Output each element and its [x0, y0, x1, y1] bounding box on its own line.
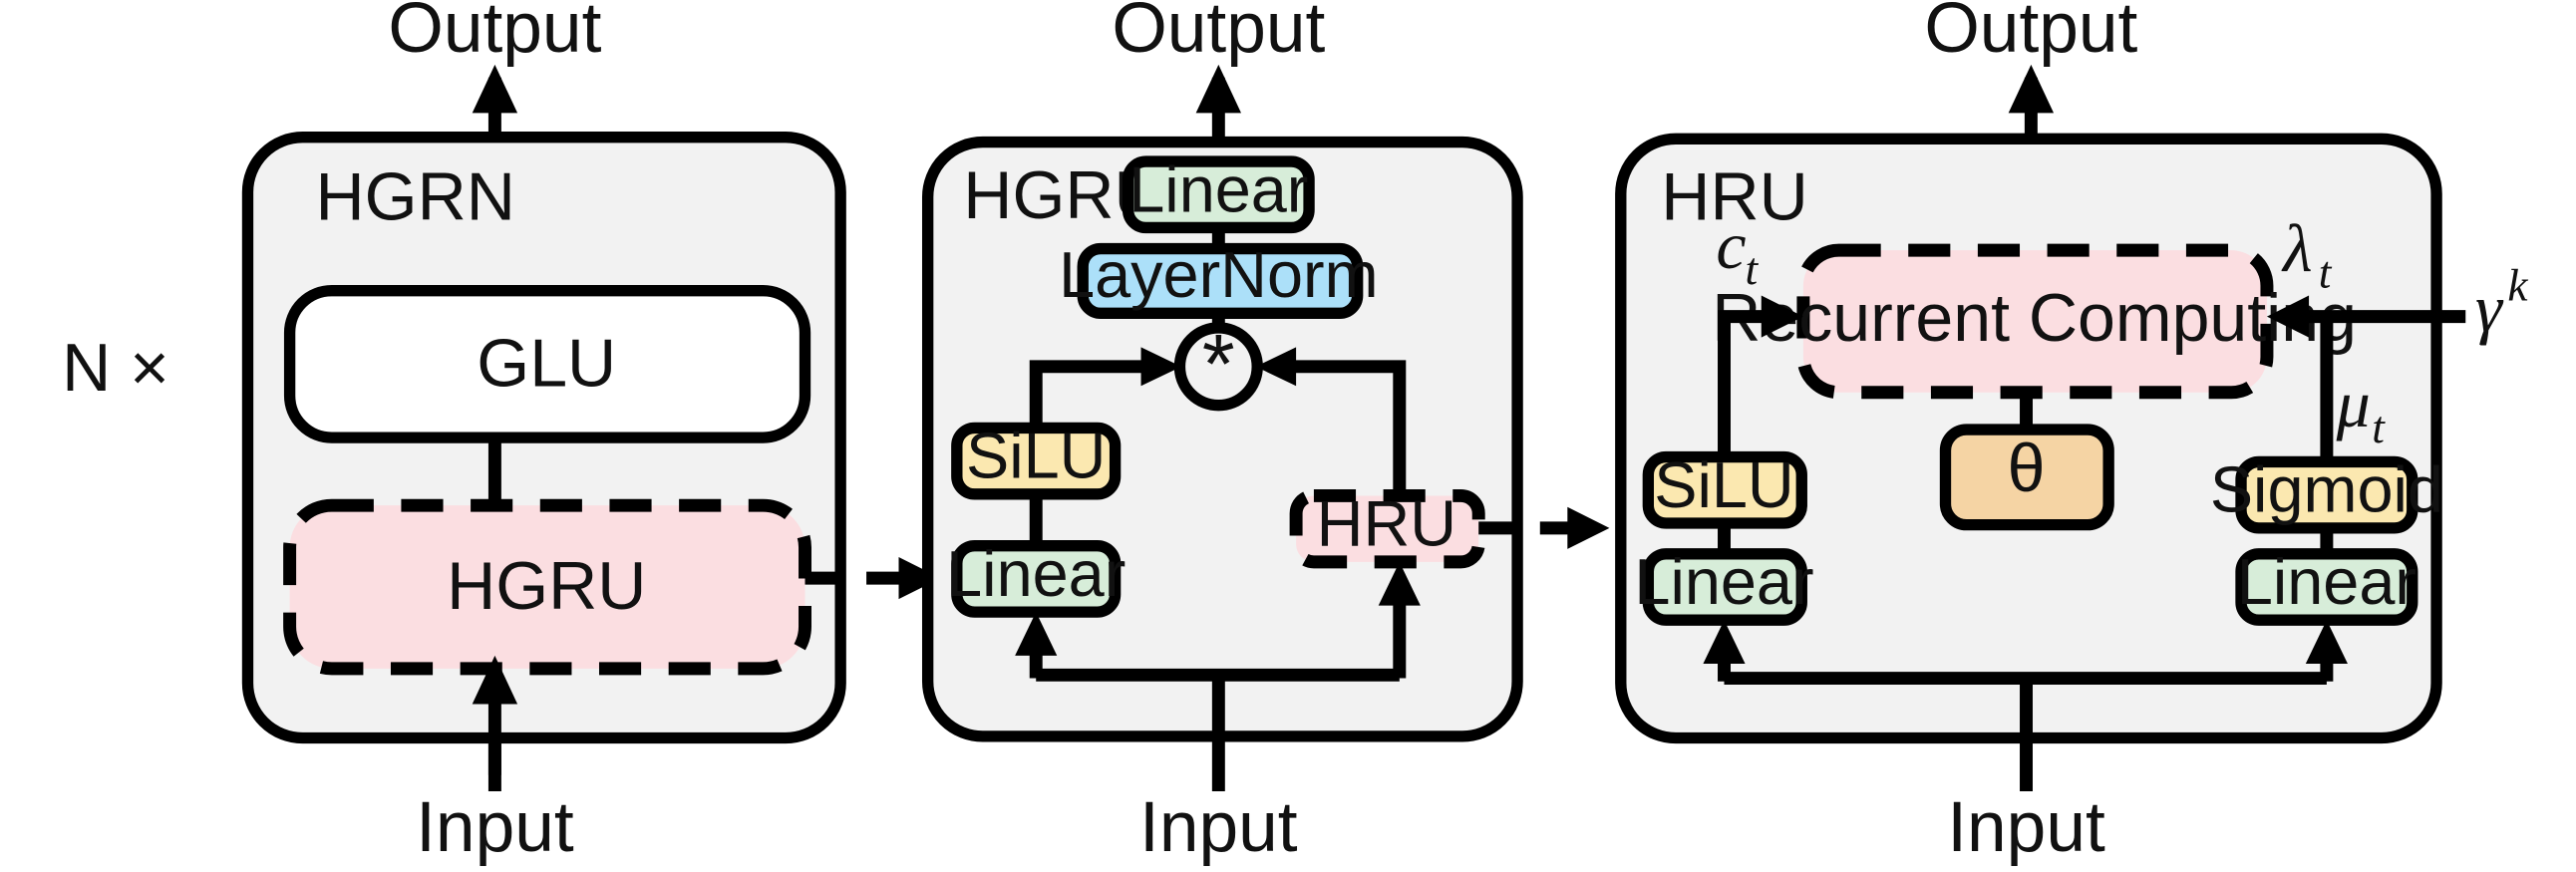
signal-lambda-t-sub: t	[2319, 247, 2333, 297]
panel-hru: Output HRU Recurrent Computing c t λ t μ…	[1615, 0, 2528, 867]
signal-c-t-base: c	[1716, 207, 1746, 283]
block-layernorm[interactable]	[1077, 242, 1364, 320]
block-sigmoid-label: Sigmoid	[2210, 453, 2443, 526]
signal-mu-t: μ t	[2336, 366, 2387, 452]
block-recurrent-computing-label: Recurrent Computing	[1712, 280, 2357, 356]
block-sigmoid[interactable]	[2235, 455, 2418, 534]
panel-hgrn: Output HGRN N × GLU HGRU Input	[62, 0, 846, 867]
block-silu-left-label: SiLU	[1654, 448, 1793, 521]
block-layernorm-label: LayerNorm	[1059, 238, 1378, 311]
block-linear-right-label: Linear	[2237, 545, 2416, 618]
hru-input-label: Input	[1947, 787, 2105, 867]
block-linear-out-label: Linear	[1128, 152, 1308, 225]
signal-gamma-k-sup: k	[2507, 260, 2528, 310]
signal-lambda-t-base: λ	[2281, 210, 2312, 286]
block-glu[interactable]	[283, 284, 811, 443]
signal-gamma-k-base: γ	[2475, 270, 2504, 346]
hgrn-output-label: Output	[388, 0, 601, 68]
block-hru-ref[interactable]	[1289, 488, 1485, 569]
block-silu-label: SiLU	[966, 420, 1106, 492]
hgrn-input-label: Input	[416, 787, 574, 867]
hgru-input-label: Input	[1139, 787, 1298, 867]
block-multiply-label: *	[1202, 317, 1235, 411]
signal-c-t-sub: t	[1746, 244, 1760, 294]
hgru-output-label: Output	[1112, 0, 1325, 68]
block-theta[interactable]	[1939, 424, 2114, 531]
block-hgru-ref-label: HGRU	[447, 548, 646, 624]
block-linear-in-label: Linear	[946, 537, 1126, 610]
signal-mu-t-sub: t	[2372, 403, 2386, 452]
signal-lambda-t: λ t	[2281, 210, 2333, 297]
hgrn-title: HGRN	[316, 158, 515, 234]
block-glu-label: GLU	[477, 325, 616, 401]
connector-hgru-to-hru	[1478, 506, 1610, 549]
block-linear-left[interactable]	[1642, 548, 1807, 626]
signal-mu-t-base: μ	[2336, 366, 2371, 441]
block-linear-in[interactable]	[951, 540, 1122, 618]
block-hru-ref-label: HRU	[1317, 487, 1456, 560]
hru-output-label: Output	[1924, 0, 2137, 68]
signal-gamma-k: γ k	[2475, 260, 2528, 346]
block-recurrent-computing[interactable]	[1796, 243, 2274, 400]
block-theta-label: θ	[2008, 431, 2046, 506]
panel-hgru: Output HGRU Linear LayerNorm * SiLU Line…	[921, 0, 1523, 867]
hru-title: HRU	[1661, 158, 1807, 234]
connector-hgrn-to-hgru	[805, 557, 941, 600]
block-hgru-ref[interactable]	[283, 498, 811, 676]
signal-c-t: c t	[1716, 207, 1759, 294]
block-linear-left-label: Linear	[1634, 545, 1813, 618]
hgrn-repeat-label: N ×	[62, 330, 169, 406]
